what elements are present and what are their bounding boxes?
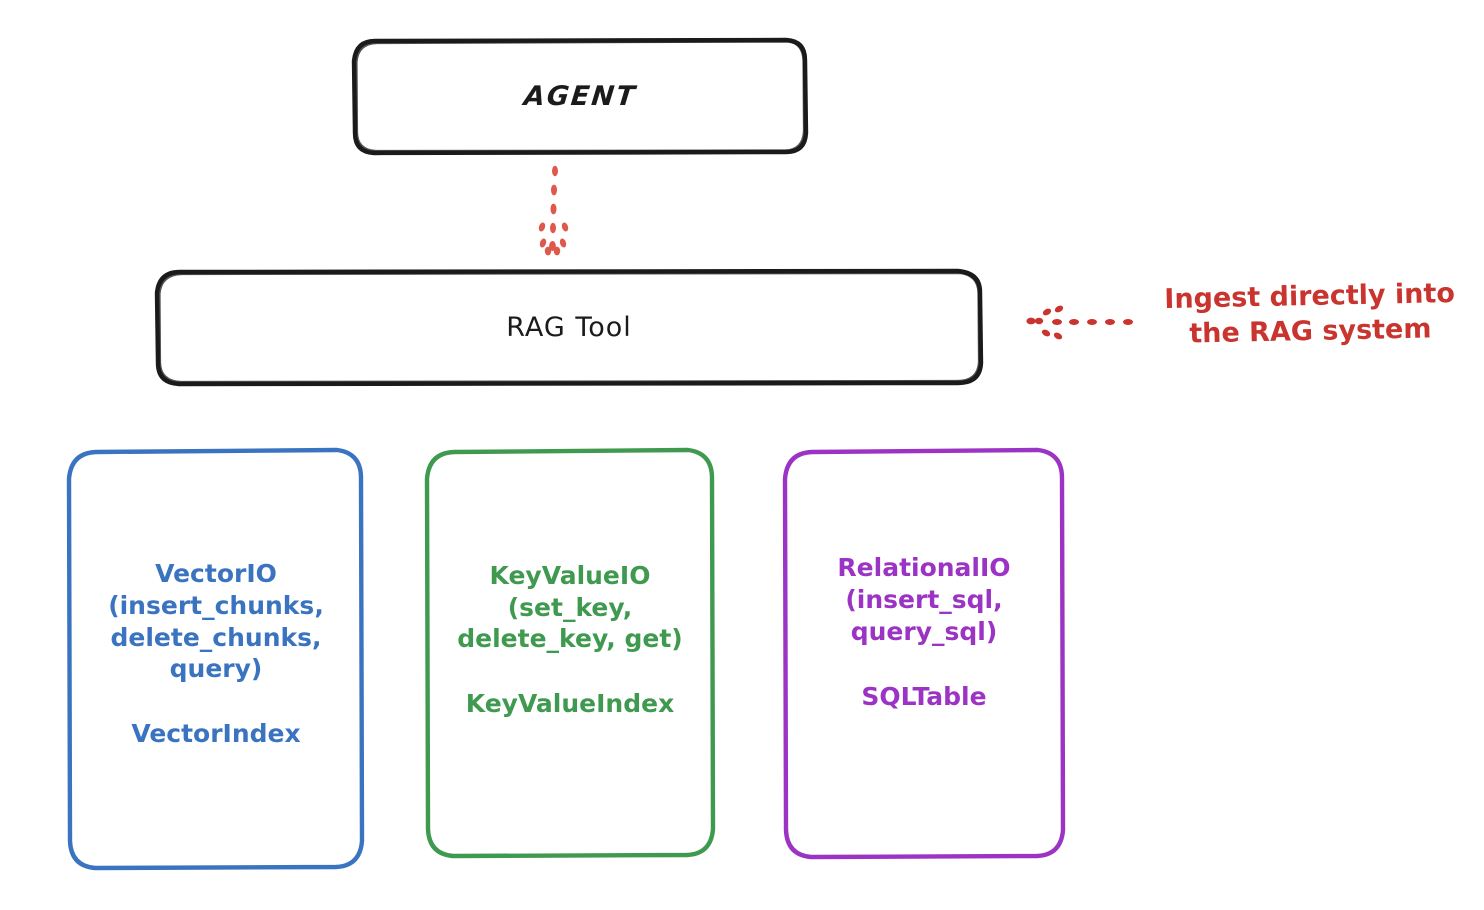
ingest-to-rag-arrow	[1026, 305, 1133, 340]
relational-io-node[interactable]: RelationalIO (insert_sql, query_sql) SQL…	[786, 450, 1062, 857]
agent-to-rag-arrow	[538, 165, 569, 256]
relational-io-box[interactable]	[782, 447, 1066, 860]
key-value-io-node[interactable]: KeyValueIO (set_key, delete_key, get) Ke…	[428, 450, 712, 856]
key-value-io-box[interactable]	[424, 447, 716, 859]
agent-node[interactable]: AGENT	[355, 40, 805, 153]
rag-tool-box[interactable]	[154, 268, 984, 387]
ingest-annotation-label: Ingest directly into the RAG system	[1164, 277, 1456, 350]
vector-index-label: VectorIndex	[131, 719, 301, 748]
sql-table-label: SQLTable	[861, 681, 987, 711]
key-value-io-label: KeyValueIO (set_key, delete_key, get)	[457, 560, 683, 654]
vector-io-box[interactable]	[66, 447, 365, 871]
rag-tool-label: RAG Tool	[506, 312, 632, 343]
rag-tool-node[interactable]: RAG Tool	[158, 271, 980, 384]
key-value-index-label: KeyValueIndex	[465, 689, 675, 719]
relational-io-label: RelationalIO (insert_sql, query_sql)	[837, 553, 1011, 646]
vector-io-label: VectorIO (insert_chunks, delete_chunks, …	[108, 559, 324, 684]
agent-box[interactable]	[351, 37, 809, 156]
agent-label: AGENT	[522, 81, 638, 112]
vector-io-node[interactable]: VectorIO (insert_chunks, delete_chunks, …	[70, 450, 362, 868]
